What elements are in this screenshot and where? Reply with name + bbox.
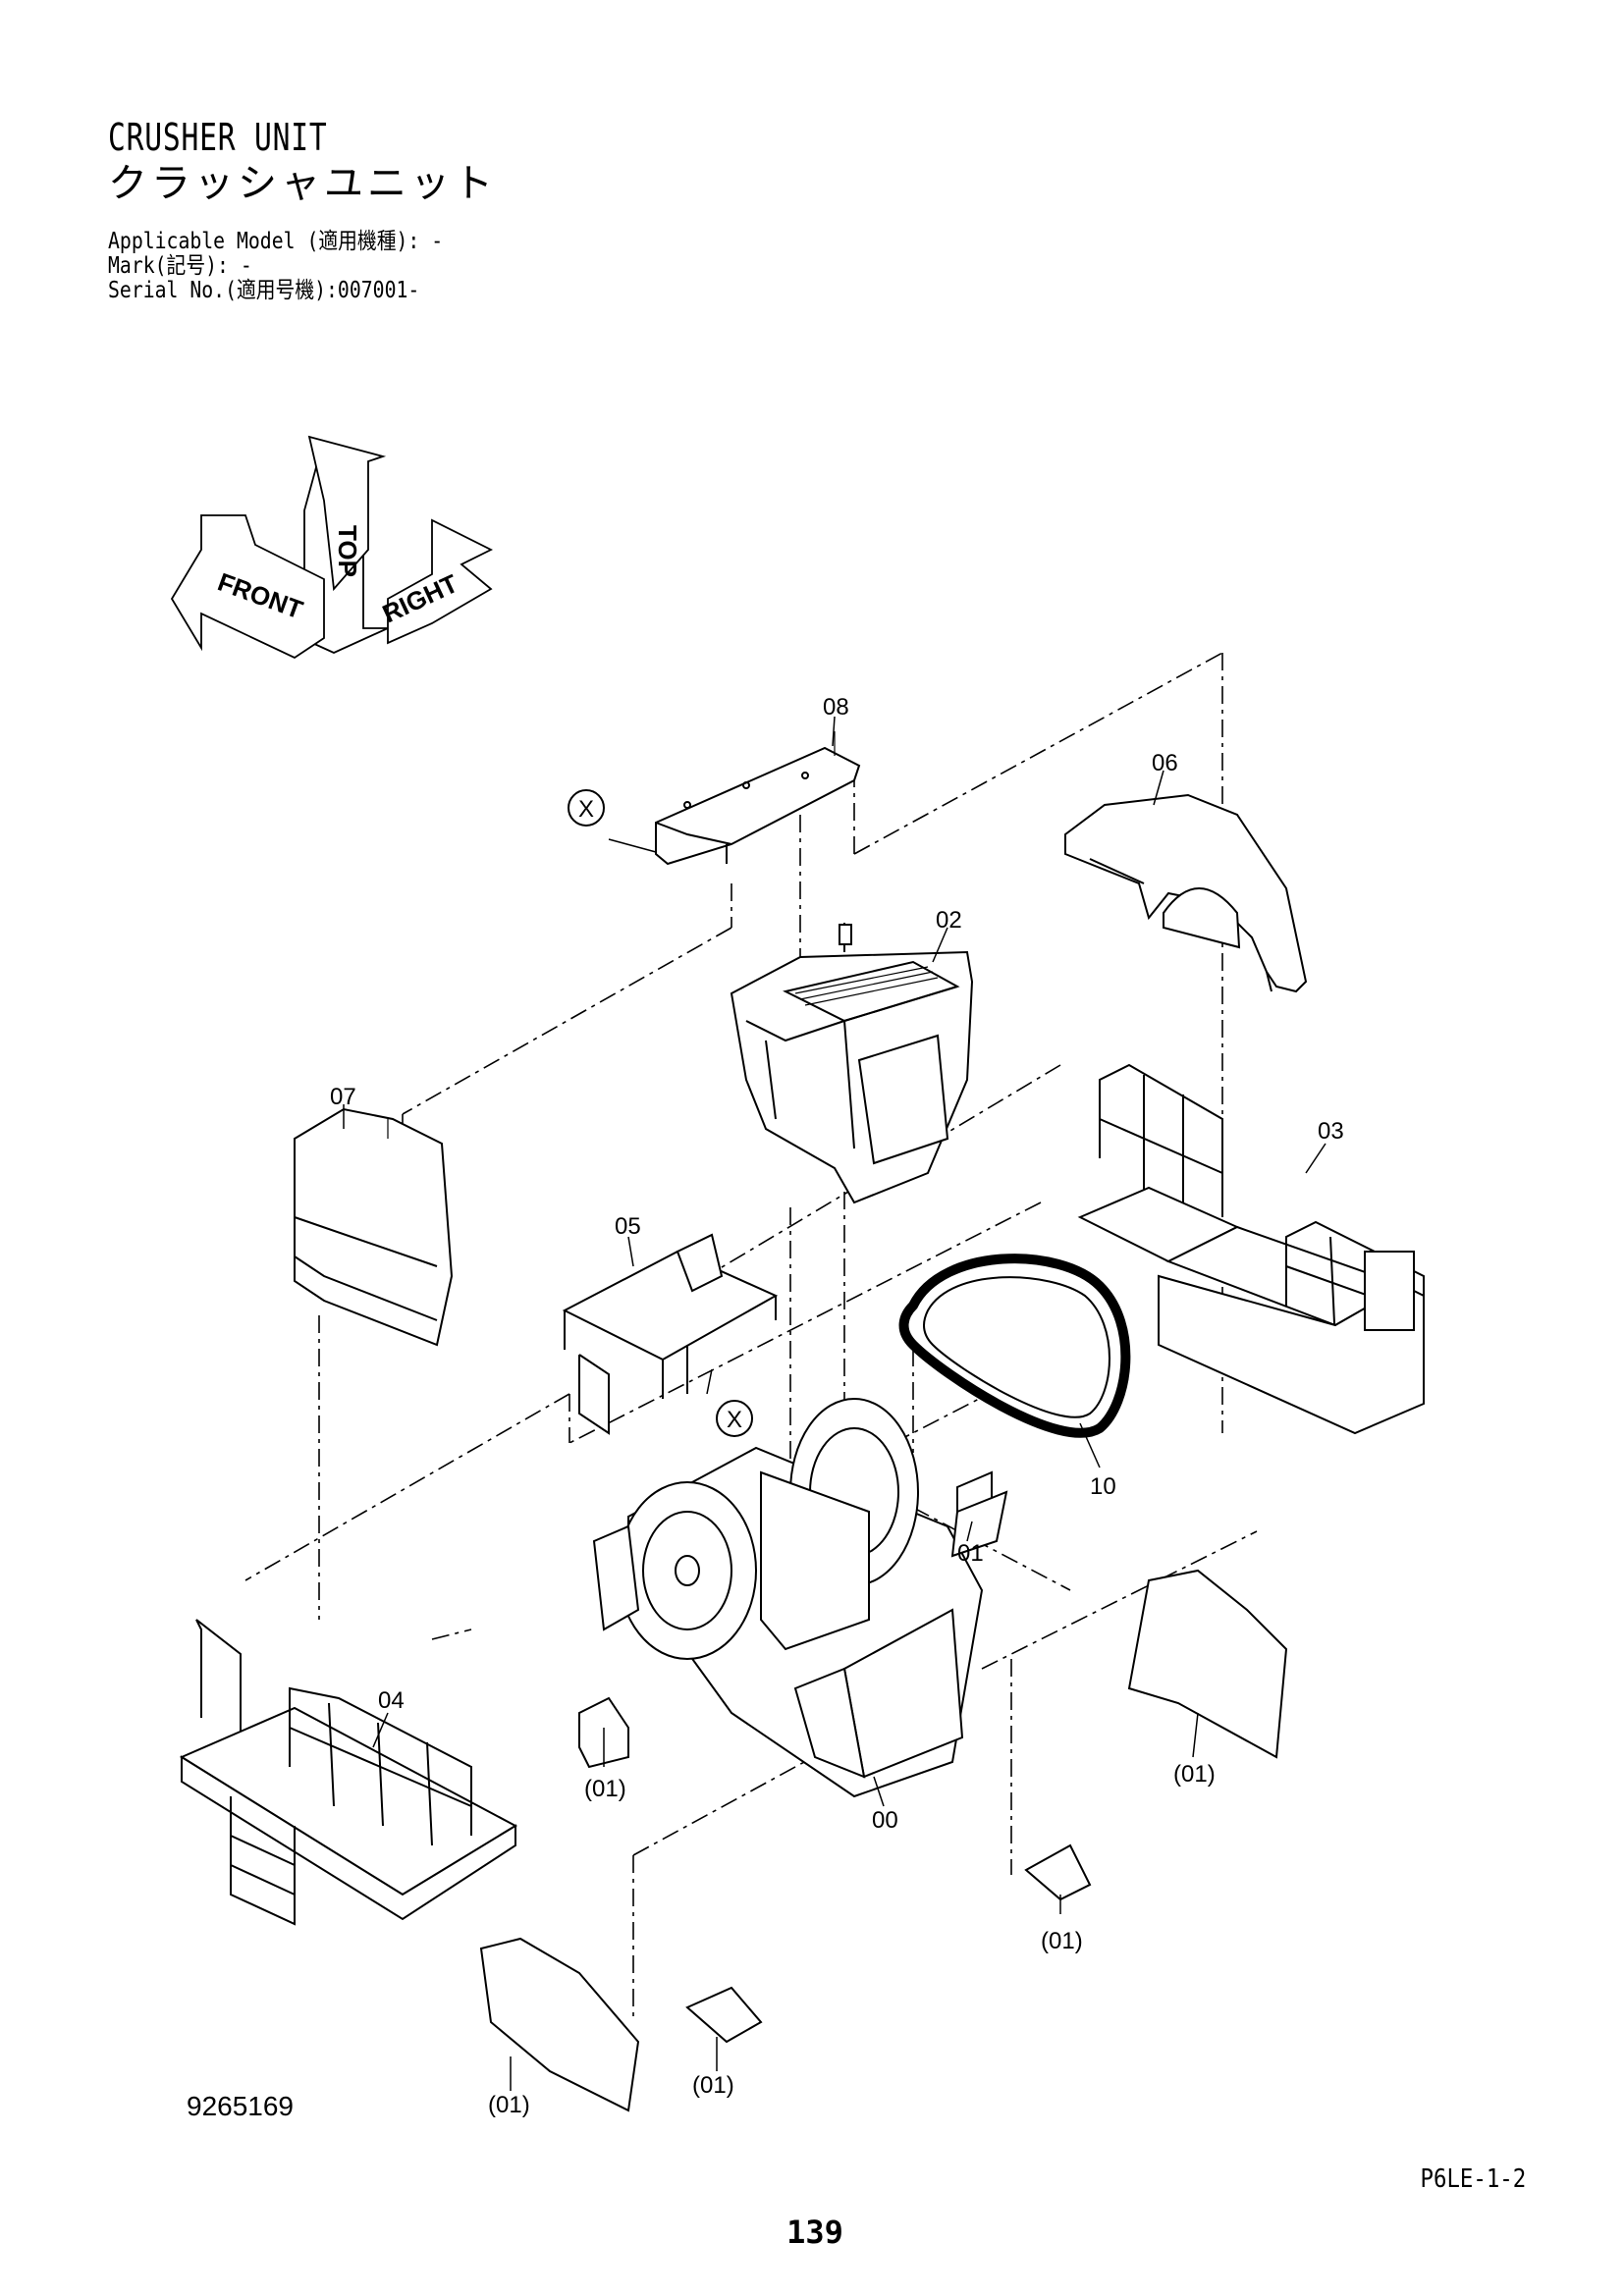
part-00-crusher-body (592, 1398, 984, 1798)
callout-07: 07 (330, 1084, 356, 1110)
callout-06: 06 (1152, 750, 1178, 776)
top-label: TOP (333, 525, 362, 577)
callout-00: 00 (872, 1807, 898, 1834)
serial-number: Serial No.(適用号機):007001- (108, 278, 420, 303)
applicable-model: Applicable Model (適用機種): - (108, 229, 444, 254)
callout-02: 02 (936, 907, 962, 934)
callout-01-right-mount: (01) (1041, 1928, 1083, 1954)
callout-04: 04 (378, 1687, 405, 1714)
callout-03: 03 (1318, 1118, 1344, 1145)
callout-01: 01 (957, 1540, 984, 1567)
page-number: 139 (786, 2214, 843, 2251)
callout-01-left-chute: (01) (488, 2092, 530, 2118)
right-arrow-icon (387, 518, 494, 645)
part-03-right-platform (1077, 1063, 1425, 1435)
meta-block: Applicable Model (適用機種): - Mark(記号): - S… (108, 230, 443, 303)
header: CRUSHER UNIT クラッシャユニット Applicable Model … (108, 116, 498, 303)
part-10-belt (898, 1254, 1131, 1438)
reference-code: P6LE-1-2 (1420, 2164, 1526, 2194)
mark: Mark(記号): - (108, 253, 252, 279)
reference-markers: X X (568, 789, 753, 1437)
part-06-side-cover (1064, 793, 1308, 993)
callout-10: 10 (1090, 1473, 1116, 1500)
part-01-chutes (479, 1569, 1288, 2112)
part-02-hopper (730, 923, 974, 1204)
front-arrow-icon (170, 514, 325, 660)
part-04-left-platform (179, 1619, 518, 1926)
part-07-side-cover (294, 1107, 454, 1347)
orientation-indicator: FRONT TOP RIGHT (170, 435, 494, 660)
x-marker-frame (716, 1400, 753, 1437)
callout-labels: 08 06 02 07 03 05 10 01 04 (01) 00 (01) … (330, 694, 1344, 2118)
callout-05: 05 (615, 1213, 641, 1240)
leader-lines (343, 716, 1326, 2091)
callout-08: 08 (823, 694, 849, 721)
callout-01-left-mount: (01) (584, 1776, 626, 1802)
title-japanese: クラッシャユニット (108, 161, 497, 206)
part-08-top-cover (655, 731, 861, 866)
x-marker-top-label: X (578, 796, 594, 823)
x-marker-top (568, 789, 605, 827)
part-01-mounts (578, 1470, 1092, 2044)
document-number: 9265169 (187, 2091, 295, 2121)
callout-01-bottom-mount: (01) (692, 2072, 734, 2099)
title-english: CRUSHER UNIT (108, 116, 328, 159)
callout-01-right-chute: (01) (1173, 1761, 1216, 1788)
part-05-frame (562, 1233, 779, 1435)
x-marker-frame-label: X (727, 1407, 742, 1433)
